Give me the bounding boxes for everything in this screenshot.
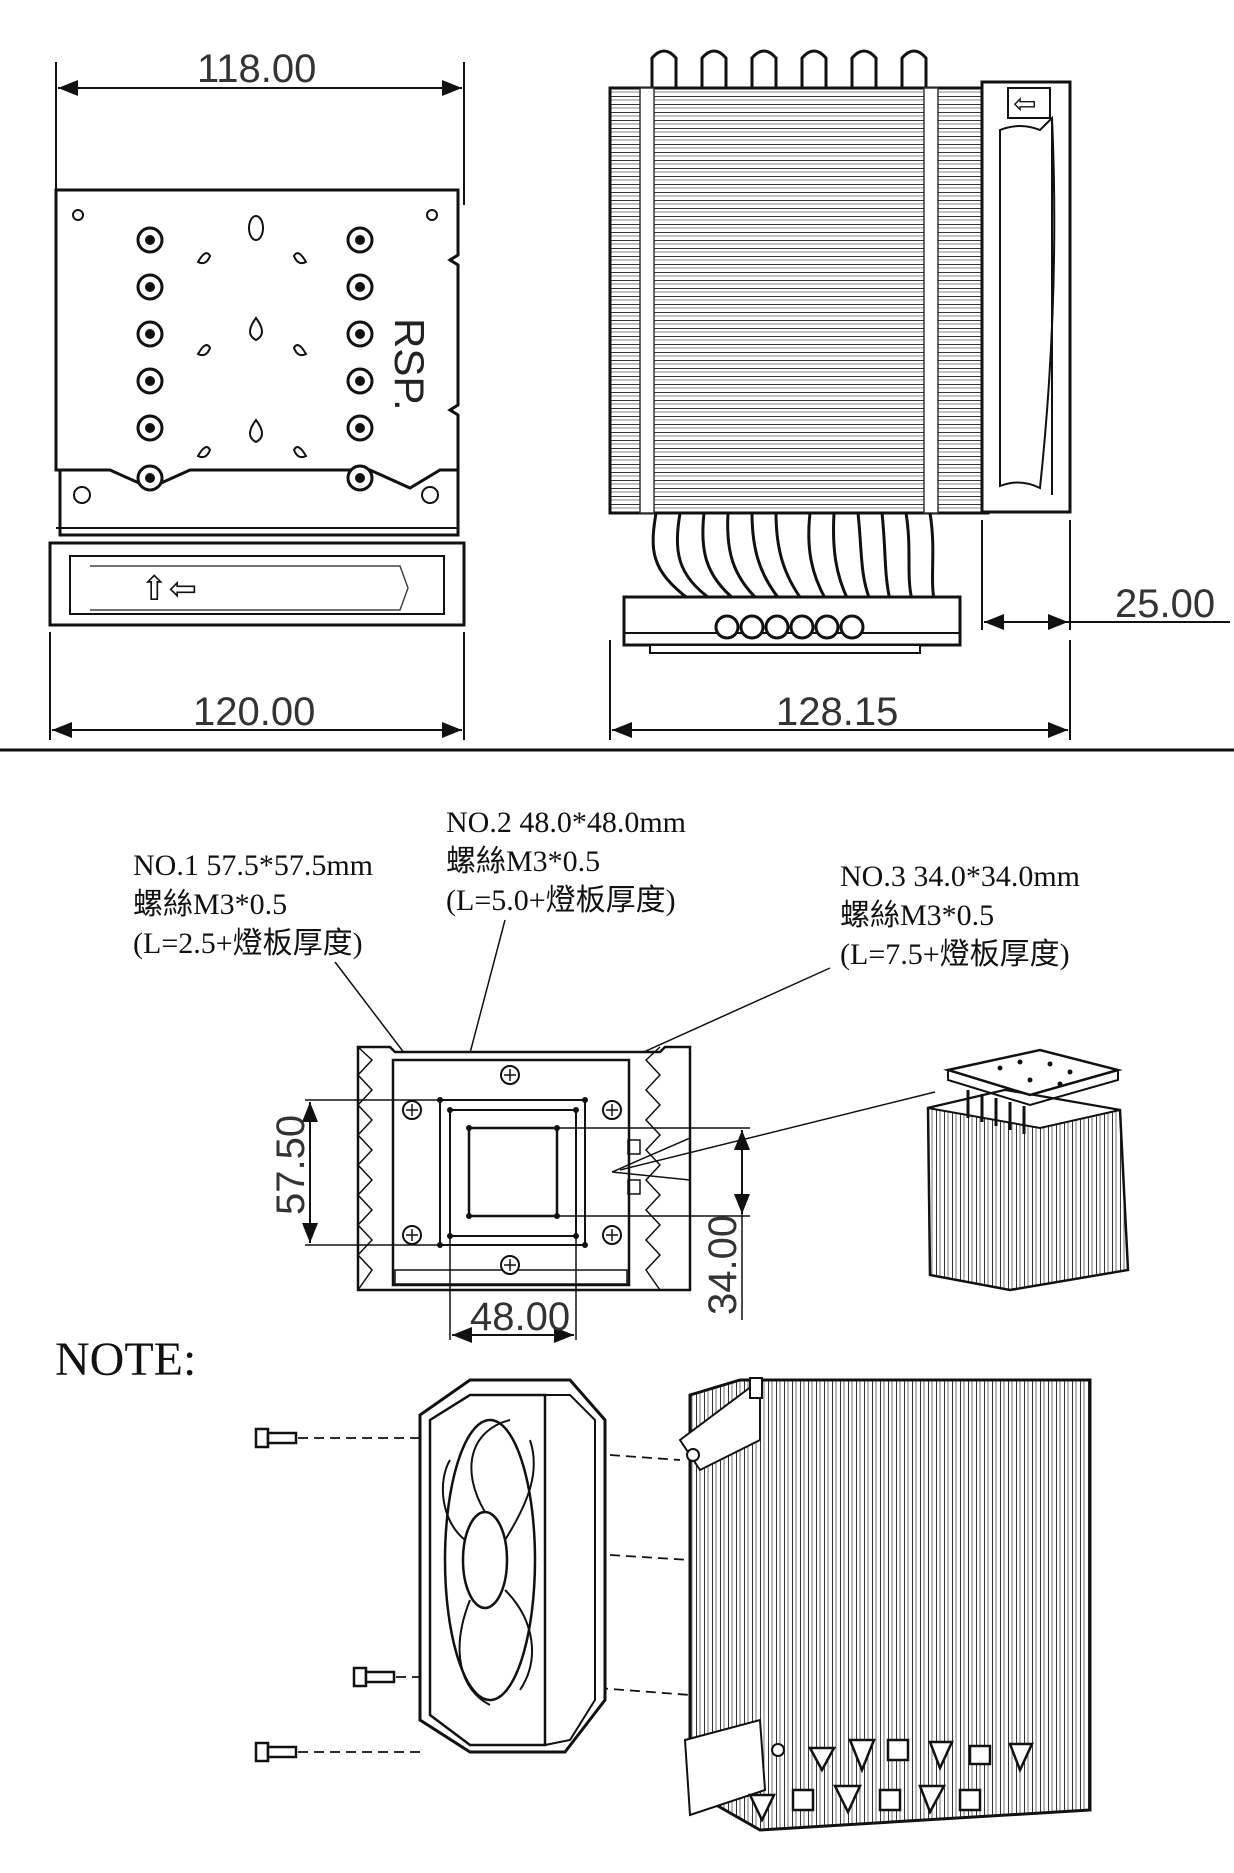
isometric-cooler-small (619, 1048, 1130, 1292)
note-3-line3: (L=7.5+燈板厚度) (840, 938, 1070, 971)
brand-logo-text: RSP. (386, 318, 433, 411)
note-1-line1: NO.1 57.5*57.5mm (133, 849, 373, 882)
note-3-line1: NO.3 34.0*34.0mm (840, 860, 1080, 893)
fan-assembly-exploded-view (254, 1377, 1092, 1832)
dim-128-label: 128.15 (776, 690, 898, 734)
top-fan-airflow-arrows: ⇧⇦ (140, 569, 197, 609)
note-1-line2: 螺絲M3*0.5 (133, 888, 287, 921)
fan-screws (254, 1427, 396, 1763)
mount-square-57 (439, 1099, 586, 1246)
dim-118-label: 118.00 (197, 47, 316, 91)
heatpipe-tips (650, 49, 928, 88)
dim-25-label: 25.00 (1115, 582, 1215, 626)
note-1-line3: (L=2.5+燈板厚度) (133, 927, 363, 960)
note-2-line3: (L=5.0+燈板厚度) (446, 884, 676, 917)
note-2-line1: NO.2 48.0*48.0mm (446, 806, 686, 839)
dim-34-label: 34.00 (701, 1215, 745, 1315)
dim-57-label: 57.50 (269, 1115, 313, 1215)
base-plate-bottom-view: 57.50 48.00 34.00 (269, 1045, 750, 1343)
heatpipe-bends (651, 512, 936, 602)
side-view: ⇦ 25.00 128.15 (608, 49, 1230, 740)
note-3-line2: 螺絲M3*0.5 (840, 899, 994, 932)
cover-decoration (196, 215, 308, 459)
exploded-fan (418, 1378, 607, 1754)
side-fan-airflow-arrow: ⇦ (1013, 87, 1036, 120)
mount-square-48 (449, 1109, 577, 1237)
note-2-line2: 螺絲M3*0.5 (446, 845, 600, 878)
top-view: 118.00 (48, 47, 466, 740)
note-heading: NOTE: (55, 1333, 196, 1386)
mount-square-34 (467, 1126, 559, 1218)
dim-48-label: 48.00 (470, 1295, 570, 1339)
exploded-heatpipe-ends (748, 1738, 1034, 1823)
dim-120-label: 120.00 (193, 690, 315, 734)
